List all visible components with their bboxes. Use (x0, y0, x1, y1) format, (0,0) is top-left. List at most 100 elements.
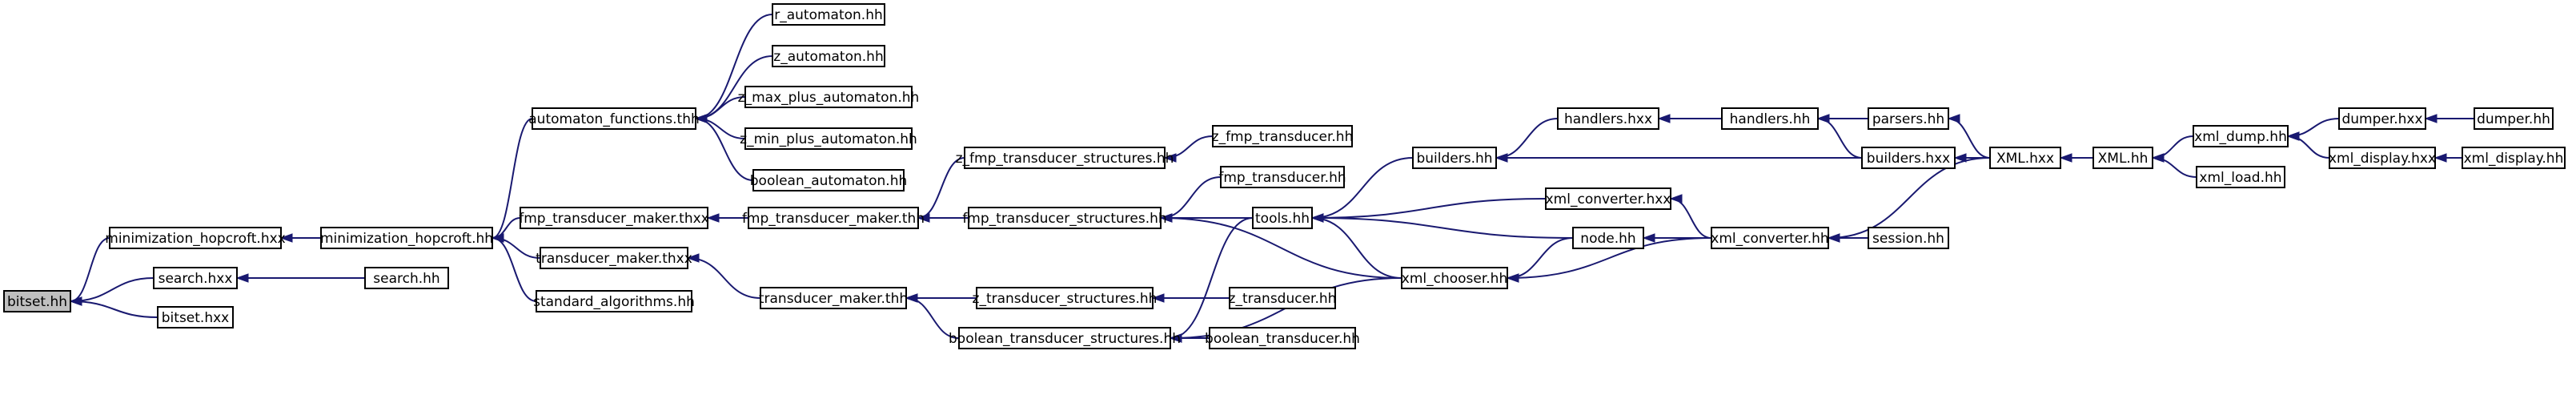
edge-line (1170, 217, 1254, 339)
node-builders-hh[interactable]: builders.hh (1412, 147, 1497, 169)
node-transducer-maker-thh[interactable]: transducer_maker.thh (759, 287, 908, 309)
node-box (964, 147, 1166, 169)
edge-line (917, 157, 965, 219)
node-minimization-hopcroft-hxx[interactable]: minimization_hopcroft.hxx (105, 227, 286, 249)
edge-line (695, 14, 773, 119)
node-label: builders.hh (1416, 151, 1492, 167)
node-search-hh[interactable]: search.hh (364, 267, 449, 289)
node-boolean-automaton-hh[interactable]: boolean_automaton.hh (750, 169, 908, 191)
node-box (1868, 107, 1949, 130)
node-label: search.hxx (158, 271, 233, 287)
arrowhead-icon (1669, 194, 1683, 204)
node-label: builders.hxx (1867, 151, 1950, 167)
edge-boolean_automaton_hh-to-automaton_functions_thh (694, 114, 754, 181)
node-label: XML.hxx (1996, 151, 2054, 167)
node-z-fmp-transducer-structures-hh[interactable]: z_fmp_transducer_structures.hh (956, 147, 1174, 169)
node-label: fmp_transducer_maker.thxx (519, 211, 708, 227)
node-xml-load-hh[interactable]: xml_load.hh (2196, 166, 2285, 188)
node-box (109, 227, 282, 249)
node-minimization-hopcroft-hh[interactable]: minimization_hopcroft.hh (320, 227, 493, 249)
node-xml-converter-hxx[interactable]: xml_converter.hxx (1545, 187, 1671, 210)
node-label: standard_algorithms.hh (533, 294, 695, 310)
edge-line (1160, 176, 1222, 219)
node-XML-hxx[interactable]: XML.hxx (1989, 147, 2061, 169)
node-box (153, 267, 238, 289)
node-dumper-hxx[interactable]: dumper.hxx (2338, 107, 2426, 130)
node-boolean-transducer-structures-hh[interactable]: boolean_transducer_structures.hh (949, 327, 1181, 349)
node-box (748, 207, 919, 229)
node-box (157, 306, 234, 328)
edge-xml_display_hh-to-xml_display_hxx (2434, 153, 2462, 163)
node-XML-hh[interactable]: XML.hh (2092, 147, 2153, 169)
node-z-transducer-hh[interactable]: z_transducer.hh (1229, 287, 1337, 309)
node-label: XML.hh (2098, 151, 2149, 167)
arrowhead-icon (69, 296, 82, 306)
node-label: xml_dump.hh (2194, 129, 2287, 145)
node-xml-chooser-hh[interactable]: xml_chooser.hh (1401, 267, 1508, 289)
node-label: xml_converter.hh (1711, 231, 1828, 247)
node-r-automaton-hh[interactable]: r_automaton.hh (772, 3, 885, 26)
node-builders-hxx[interactable]: builders.hxx (1861, 147, 1956, 169)
node-label: xml_display.hh (2464, 151, 2564, 167)
arrowhead-icon (2151, 153, 2165, 163)
node-handlers-hxx[interactable]: handlers.hxx (1557, 107, 1659, 130)
arrowhead-icon (1159, 213, 1173, 223)
node-session-hh[interactable]: session.hh (1868, 227, 1949, 249)
node-fmp-transducer-maker-thxx[interactable]: fmp_transducer_maker.thxx (519, 207, 709, 229)
node-xml-display-hh[interactable]: xml_display.hh (2462, 147, 2566, 169)
node-box (968, 207, 1162, 229)
edge-line (1817, 118, 1863, 159)
edge-bitset_hxx-to-bitset_hh (69, 296, 158, 318)
edge-search_hh-to-search_hxx (235, 273, 365, 283)
node-label: bitset.hh (7, 294, 67, 310)
node-z-transducer-structures-hh[interactable]: z_transducer_structures.hh (973, 287, 1158, 309)
node-xml-display-hxx[interactable]: xml_display.hxx (2329, 147, 2436, 169)
node-bitset-hxx[interactable]: bitset.hxx (157, 306, 234, 328)
node-label: bitset.hxx (162, 310, 229, 326)
nodes-layer: bitset.hh minimization_hopcroft.hxxsearch… (3, 3, 2566, 349)
node-box (1868, 227, 1949, 249)
node-tools-hh[interactable]: tools.hh (1252, 207, 1313, 229)
edge-line (1311, 198, 1547, 219)
node-z-min-plus-automaton-hh[interactable]: z_min_plus_automaton.hh (740, 127, 917, 150)
edges-layer (69, 14, 2474, 343)
node-label: fmp_transducer.hh (1218, 170, 1346, 186)
edge-xml_load_hh-to-XML_hh (2151, 153, 2197, 178)
node-fmp-transducer-maker-thh[interactable]: fmp_transducer_maker.thh (742, 207, 925, 229)
node-automaton-functions-thh[interactable]: automaton_functions.thh (528, 107, 700, 130)
edge-xml_display_hxx-to-xml_dump_hh (2286, 131, 2330, 159)
node-node-hh[interactable]: node.hh (1572, 227, 1644, 249)
node-z-max-plus-automaton-hh[interactable]: z_max_plus_automaton.hh (738, 86, 920, 108)
node-parsers-hh[interactable]: parsers.hh (1868, 107, 1949, 130)
edge-line (1670, 198, 1712, 239)
edge-line (2152, 135, 2194, 159)
node-label: z_fmp_transducer.hh (1212, 129, 1354, 145)
edge-standard_algorithms_hh-to-minimization_hopcroft_hh (491, 233, 537, 302)
node-label: z_transducer_structures.hh (973, 291, 1158, 307)
node-boolean-transducer-hh[interactable]: boolean_transducer.hh (1205, 327, 1360, 349)
node-label: transducer_maker.thxx (536, 251, 692, 267)
arrowhead-icon (1657, 114, 1671, 123)
node-box (536, 290, 692, 312)
node-fmp-transducer-structures-hh[interactable]: fmp_transducer_structures.hh (962, 207, 1167, 229)
node-z-automaton-hh[interactable]: z_automaton.hh (772, 45, 885, 67)
node-search-hxx[interactable]: search.hxx (153, 267, 238, 289)
edge-line (1311, 217, 1402, 279)
node-box (1401, 267, 1508, 289)
node-label: automaton_functions.thh (528, 111, 700, 127)
edge-XML_hh-to-XML_hxx (2059, 153, 2093, 163)
arrowhead-icon (2434, 153, 2447, 163)
node-label: boolean_automaton.hh (750, 173, 908, 189)
edge-XML_hxx-to-parsers_hh (1947, 114, 1991, 159)
node-xml-dump-hh[interactable]: xml_dump.hh (2193, 125, 2289, 147)
node-standard-algorithms-hh[interactable]: standard_algorithms.hh (533, 290, 695, 312)
node-handlers-hh[interactable]: handlers.hh (1721, 107, 1819, 130)
node-label: tools.hh (1255, 211, 1310, 227)
node-transducer-maker-thxx[interactable]: transducer_maker.thxx (536, 247, 692, 269)
node-box (958, 327, 1171, 349)
node-dumper-hh[interactable]: dumper.hh (2474, 107, 2554, 130)
edge-xml_converter_hh-to-xml_chooser_hh (1506, 237, 1712, 283)
node-z-fmp-transducer-hh[interactable]: z_fmp_transducer.hh (1212, 125, 1354, 147)
node-fmp-transducer-hh[interactable]: fmp_transducer.hh (1218, 166, 1346, 188)
node-xml-converter-hh[interactable]: xml_converter.hh (1711, 227, 1829, 249)
